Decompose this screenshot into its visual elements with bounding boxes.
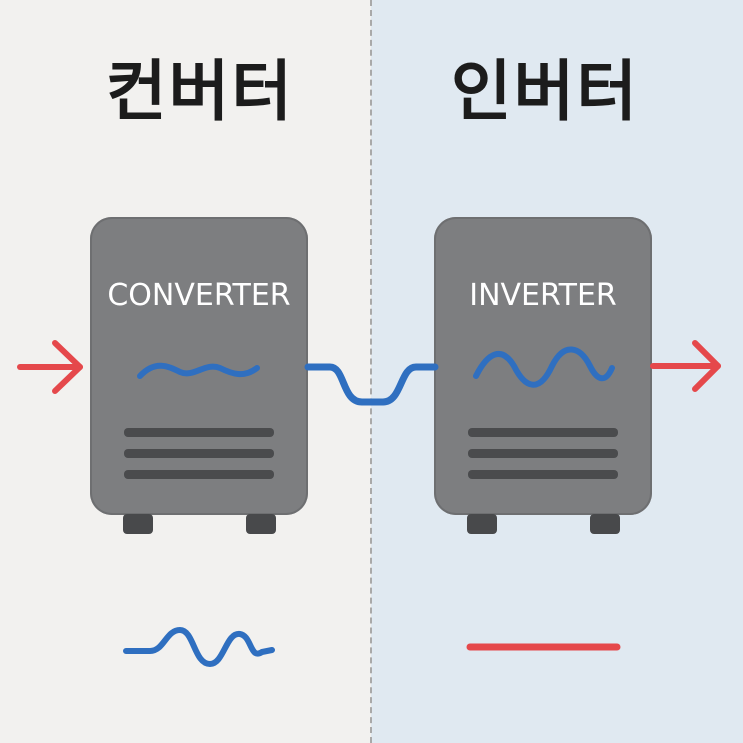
inverter-device-label: INVERTER [469,278,617,313]
inverter-ac-wave-icon [473,346,615,388]
panel-divider [370,0,372,743]
converter-vent-1 [124,428,274,437]
input-arrow-icon [17,340,83,394]
converter-device-label: CONVERTER [107,278,291,313]
inverter-vent-3 [468,470,618,479]
inverter-foot-left [467,514,497,534]
inverter-heading: 인버터 [450,53,640,130]
converter-device [90,217,308,515]
converter-foot-left [123,514,153,534]
converter-foot-right [246,514,276,534]
inverter-device [434,217,652,515]
converter-vent-2 [124,449,274,458]
inverter-foot-right [590,514,620,534]
inverter-vent-2 [468,449,618,458]
output-arrow-icon [650,340,721,392]
dc-link-cable [304,363,439,406]
converter-ac-wave-icon [137,362,260,379]
converter-vent-3 [124,470,274,479]
converter-heading: 컨버터 [105,53,295,130]
converter-symbol-ac-wave-icon [123,626,275,668]
inverter-vent-1 [468,428,618,437]
